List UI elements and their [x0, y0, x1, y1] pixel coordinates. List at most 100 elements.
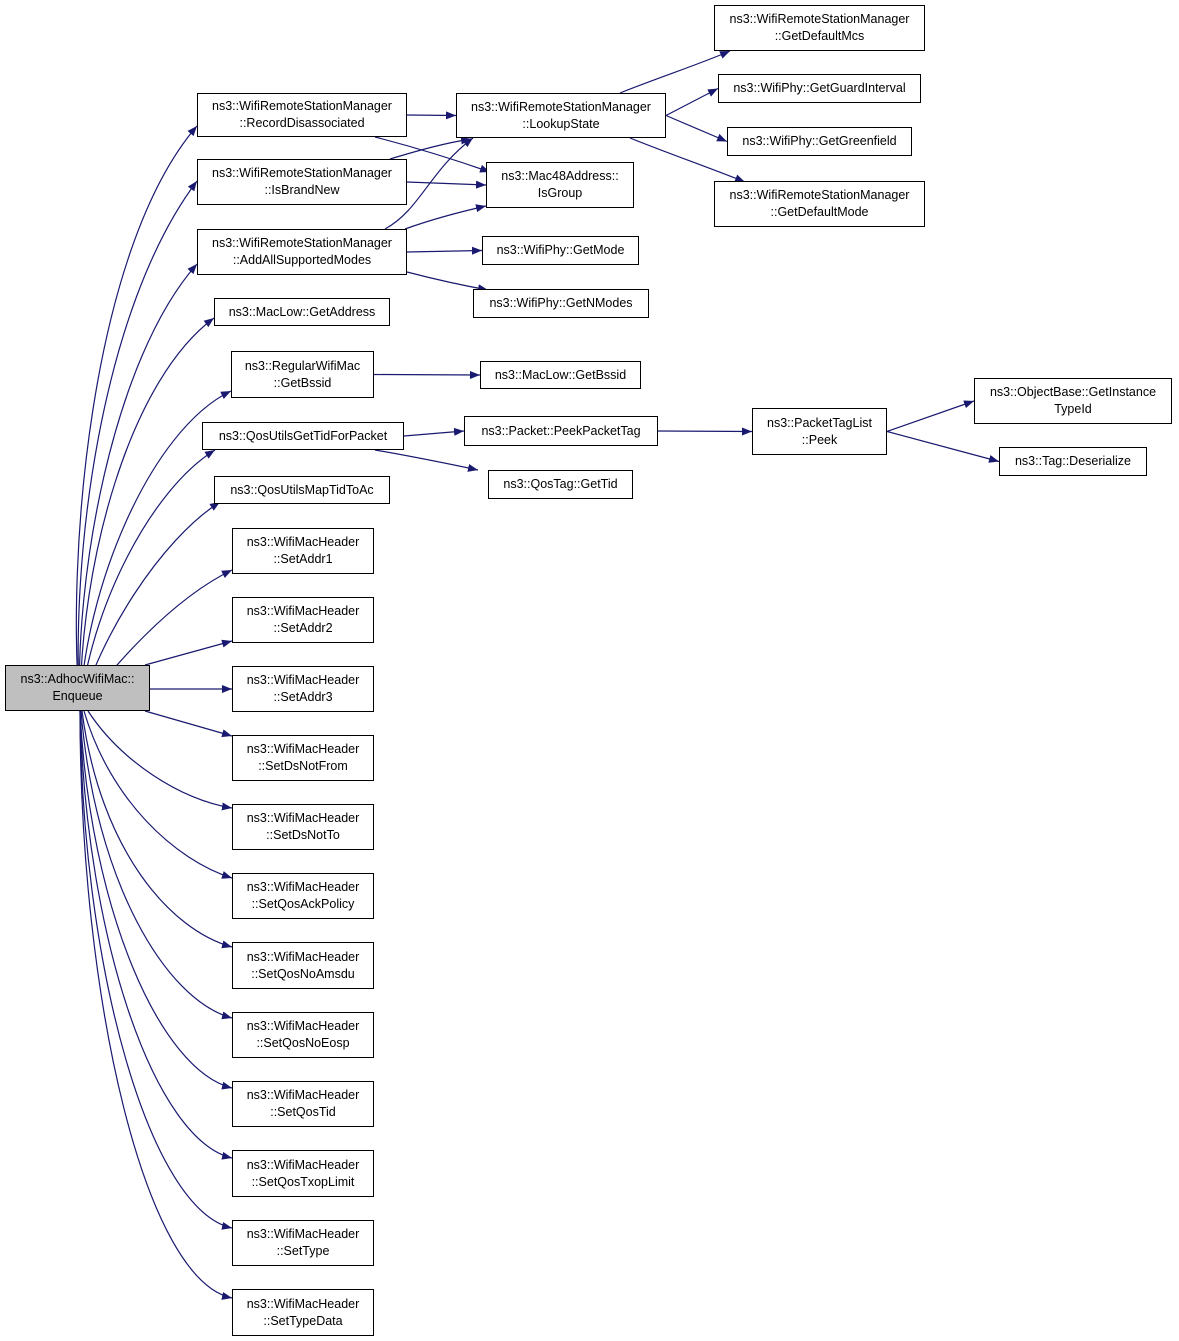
node-label-line: ::SetQosNoEosp	[256, 1036, 350, 1050]
edge-qos-get-tid-for-packet-to-qostag-get-tid	[374, 449, 479, 472]
edge-enqueue-to-is-brand-new	[77, 180, 198, 712]
edge-record-disassociated-to-lookup-state	[406, 111, 457, 120]
node-label-line: ::RecordDisassociated	[239, 116, 365, 130]
edge-enqueue-to-regular-get-bssid	[79, 390, 232, 712]
node-set-qos-tid[interactable]: ns3::WifiMacHeader::SetQosTid	[232, 1081, 374, 1127]
node-label-line: ns3::WifiMacHeader	[246, 1227, 360, 1241]
node-set-qos-txop-limit[interactable]: ns3::WifiMacHeader::SetQosTxopLimit	[232, 1150, 374, 1197]
node-tag-deserialize[interactable]: ns3::Tag::Deserialize	[999, 447, 1147, 476]
node-label-line: ns3::Mac48Address::	[501, 169, 619, 183]
edge-add-all-supported-modes-to-get-n-modes	[406, 271, 489, 293]
node-label-line: ::Peek	[801, 432, 838, 447]
node-label-line: ::SetQosAckPolicy	[251, 897, 355, 911]
node-label-line: ns3::WifiMacHeader	[246, 880, 360, 894]
edge-tag-list-peek-to-tag-deserialize	[886, 430, 1000, 463]
node-label-line: ns3::Packet::PeekPacketTag	[481, 423, 641, 438]
node-label-line: ns3::WifiRemoteStationManager	[471, 99, 651, 114]
node-label-line: ns3::RegularWifiMac	[244, 358, 361, 373]
node-label-line: IsGroup	[537, 186, 583, 200]
edge-tag-list-peek-to-get-instance-type-id	[886, 400, 975, 433]
edge-add-all-supported-modes-to-is-group	[404, 204, 487, 230]
node-label-line: ns3::WifiMacHeader	[246, 604, 360, 618]
node-set-type[interactable]: ns3::WifiMacHeader::SetType	[232, 1220, 374, 1266]
node-label-line: ::GetDefaultMode	[770, 205, 869, 219]
node-is-brand-new[interactable]: ns3::WifiRemoteStationManager::IsBrandNe…	[197, 159, 407, 205]
edge-lookup-state-to-get-default-mcs	[619, 50, 731, 94]
edge-enqueue-to-set-qos-no-eosp	[80, 710, 233, 1020]
node-get-greenfield[interactable]: ns3::WifiPhy::GetGreenfield	[727, 127, 912, 156]
node-label-line: ns3::QosTag::GetTid	[503, 477, 618, 491]
node-label-line: ns3::WifiMacHeader	[246, 1296, 360, 1311]
node-mac48-is-group[interactable]: ns3::Mac48Address::IsGroup	[486, 162, 634, 208]
node-add-all-supported-modes[interactable]: ns3::WifiRemoteStationManager::AddAllSup…	[197, 229, 407, 275]
node-label-line: ns3::MacLow::GetBssid	[494, 367, 627, 382]
edge-enqueue-to-set-ds-not-to	[87, 710, 233, 811]
node-record-disassociated[interactable]: ns3::WifiRemoteStationManager::RecordDis…	[197, 93, 407, 137]
node-label-line: ::GetBssid	[273, 375, 332, 390]
node-get-guard-interval[interactable]: ns3::WifiPhy::GetGuardInterval	[718, 74, 921, 103]
node-label-line: ::SetQosTxopLimit	[251, 1174, 355, 1189]
node-qos-utils-get-tid-for-packet[interactable]: ns3::QosUtilsGetTidForPacket	[202, 422, 404, 450]
node-label-line: ns3::WifiPhy::GetNModes	[489, 296, 633, 310]
edge-enqueue-to-set-type-data	[79, 710, 233, 1300]
edge-enqueue-to-set-qos-tid	[79, 710, 233, 1090]
node-set-ds-not-to[interactable]: ns3::WifiMacHeader::SetDsNotTo	[232, 804, 374, 850]
node-label-line: ns3::WifiRemoteStationManager	[212, 99, 392, 113]
node-lookup-state[interactable]: ns3::WifiRemoteStationManager::LookupSta…	[456, 93, 666, 138]
node-set-addr2[interactable]: ns3::WifiMacHeader::SetAddr2	[232, 597, 374, 643]
node-label-line: ns3::WifiRemoteStationManager	[212, 166, 392, 180]
node-label-line: ::SetQosNoAmsdu	[251, 966, 355, 981]
node-label-line: ::SetType	[276, 1244, 330, 1258]
edge-add-all-supported-modes-to-get-mode	[406, 246, 483, 255]
node-label-line: ::SetDsNotFrom	[258, 759, 348, 773]
node-set-addr1[interactable]: ns3::WifiMacHeader::SetAddr1	[232, 528, 374, 574]
node-label-line: ns3::ObjectBase::GetInstance	[989, 385, 1157, 399]
node-label-line: ns3::PacketTagList	[767, 415, 872, 430]
node-label-line: TypeId	[1054, 402, 1092, 416]
node-label-line: ns3::WifiMacHeader	[246, 1157, 360, 1172]
edge-enqueue-to-set-qos-ack-policy	[83, 710, 233, 879]
node-label-line: ::SetQosTid	[270, 1105, 336, 1119]
edge-lookup-state-to-get-guard-interval	[665, 87, 719, 117]
node-label-line: ns3::WifiRemoteStationManager	[729, 188, 910, 202]
node-maclow-get-bssid[interactable]: ns3::MacLow::GetBssid	[480, 361, 641, 389]
node-adhoc-wifi-mac-enqueue[interactable]: ns3::AdhocWifiMac::Enqueue	[5, 665, 150, 711]
edge-enqueue-to-set-addr2	[144, 639, 233, 666]
edge-add-all-supported-modes-to-lookup-state	[384, 137, 474, 230]
node-set-addr3[interactable]: ns3::WifiMacHeader::SetAddr3	[232, 666, 374, 712]
node-label-line: ns3::WifiMacHeader	[246, 811, 360, 825]
node-get-default-mode[interactable]: ns3::WifiRemoteStationManager::GetDefaul…	[714, 181, 925, 227]
node-packet-tag-list-peek[interactable]: ns3::PacketTagList::Peek	[752, 408, 887, 455]
node-set-qos-no-eosp[interactable]: ns3::WifiMacHeader::SetQosNoEosp	[232, 1012, 374, 1058]
edge-is-brand-new-to-is-group	[406, 180, 487, 189]
node-label-line: ::AddAllSupportedModes	[232, 253, 372, 267]
node-wifi-phy-get-n-modes[interactable]: ns3::WifiPhy::GetNModes	[473, 289, 649, 318]
node-label-line: ns3::AdhocWifiMac::	[20, 672, 135, 686]
node-wifi-phy-get-mode[interactable]: ns3::WifiPhy::GetMode	[482, 236, 639, 265]
node-qos-tag-get-tid[interactable]: ns3::QosTag::GetTid	[488, 470, 633, 499]
node-label-line: ::SetAddr1	[273, 552, 333, 566]
node-maclow-get-address[interactable]: ns3::MacLow::GetAddress	[214, 298, 390, 326]
edge-peek-packet-tag-to-tag-list-peek	[657, 427, 753, 436]
node-packet-peek-packet-tag[interactable]: ns3::Packet::PeekPacketTag	[464, 416, 658, 446]
node-set-ds-not-from[interactable]: ns3::WifiMacHeader::SetDsNotFrom	[232, 735, 374, 781]
node-label-line: ns3::WifiMacHeader	[246, 535, 360, 549]
node-set-type-data[interactable]: ns3::WifiMacHeader::SetTypeData	[232, 1289, 374, 1336]
node-label-line: ns3::WifiMacHeader	[246, 742, 360, 756]
node-label-line: ns3::WifiMacHeader	[246, 673, 360, 687]
node-regular-wifi-mac-get-bssid[interactable]: ns3::RegularWifiMac::GetBssid	[231, 351, 374, 398]
edge-regular-get-bssid-to-maclow-get-bssid	[373, 370, 481, 379]
node-get-default-mcs[interactable]: ns3::WifiRemoteStationManager::GetDefaul…	[714, 5, 925, 51]
node-label-line: ns3::WifiMacHeader	[246, 1088, 360, 1102]
edge-qos-get-tid-for-packet-to-peek-packet-tag	[403, 427, 465, 437]
node-label-line: ns3::QosUtilsGetTidForPacket	[218, 428, 388, 443]
node-label-line: ns3::WifiRemoteStationManager	[212, 236, 392, 250]
node-set-qos-ack-policy[interactable]: ns3::WifiMacHeader::SetQosAckPolicy	[232, 873, 374, 919]
node-qos-utils-map-tid-to-ac[interactable]: ns3::QosUtilsMapTidToAc	[214, 476, 390, 504]
node-label-line: ::IsBrandNew	[264, 183, 340, 197]
node-label-line: Enqueue	[52, 689, 103, 703]
node-set-qos-no-amsdu[interactable]: ns3::WifiMacHeader::SetQosNoAmsdu	[232, 942, 374, 989]
node-label-line: ns3::WifiMacHeader	[246, 949, 360, 964]
node-label-line: ns3::WifiPhy::GetGuardInterval	[733, 81, 906, 95]
